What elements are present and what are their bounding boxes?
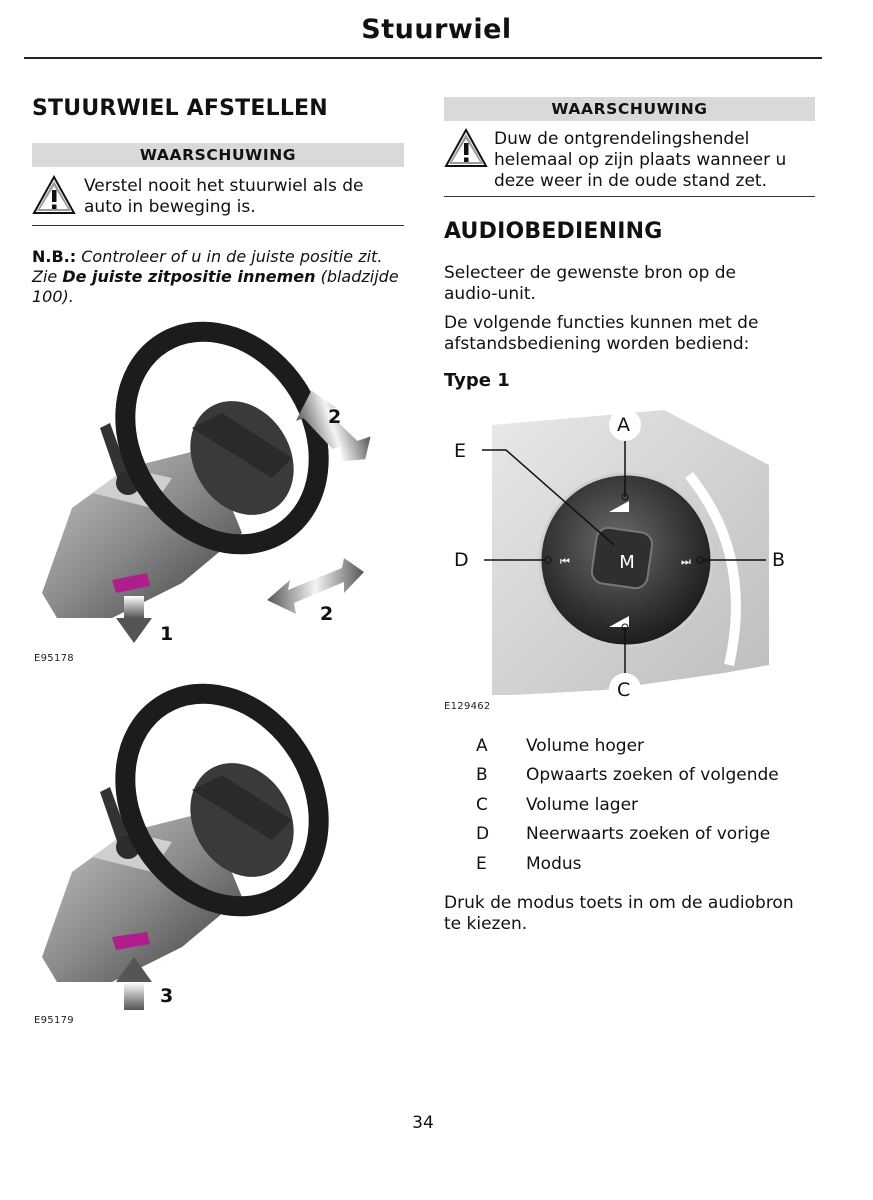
callout-b: B bbox=[772, 549, 786, 571]
figure-label-2: 2 bbox=[320, 603, 334, 625]
legend-value: Modus bbox=[526, 854, 582, 874]
callout-line bbox=[482, 449, 615, 546]
note-line: 100). bbox=[32, 287, 74, 306]
steering-column-housing bbox=[42, 812, 242, 982]
legend-row: E Modus bbox=[476, 854, 582, 874]
steering-wheel-rim bbox=[115, 683, 329, 917]
legend-value: Volume lager bbox=[526, 795, 639, 815]
callout-dot bbox=[621, 623, 629, 631]
figure-code: E95178 bbox=[34, 653, 74, 664]
legend-key: D bbox=[476, 824, 490, 844]
legend-value: Volume hoger bbox=[526, 736, 645, 756]
callout-e: E bbox=[454, 440, 467, 462]
warning-text-line: deze weer in de oude stand zet. bbox=[494, 171, 767, 191]
paragraph-line: Druk de modus toets in om de audiobron bbox=[444, 893, 794, 913]
arrow-down-icon bbox=[116, 618, 152, 643]
callout-badge bbox=[609, 673, 641, 705]
callout-d: D bbox=[454, 549, 469, 571]
volume-up-icon bbox=[609, 501, 629, 512]
note-line: Controleer of u in de juiste positie zit… bbox=[76, 247, 383, 266]
callout-dot bbox=[621, 493, 629, 501]
warning-bottom-rule bbox=[444, 196, 815, 197]
telescope-arrow-icon bbox=[267, 558, 364, 614]
warning-triangle-icon bbox=[444, 128, 488, 167]
seek-forward-icon: ⏭ bbox=[681, 555, 691, 568]
callout-a: A bbox=[617, 414, 630, 436]
warning-text-line: Duw de ontgrendelingshendel bbox=[494, 129, 750, 149]
warning-text-line: Verstel nooit het stuurwiel als de bbox=[84, 176, 364, 196]
legend-row: D Neerwaarts zoeken of vorige bbox=[476, 824, 770, 844]
steering-column-housing bbox=[42, 448, 242, 618]
steering-wheel-spoke bbox=[192, 775, 292, 840]
legend-row: B Opwaarts zoeken of volgende bbox=[476, 765, 779, 785]
wiper-stalk bbox=[100, 787, 130, 850]
audio-control-figure: M ⏮ ⏭ bbox=[482, 409, 769, 705]
steering-adjust-figure bbox=[42, 321, 371, 643]
note-text: (bladzijde bbox=[315, 267, 399, 286]
warning-label-bar: WAARSCHUWING bbox=[32, 143, 404, 167]
steering-lock-figure bbox=[42, 683, 329, 1010]
legend-row: A Volume hoger bbox=[476, 736, 644, 756]
figure-code: E95179 bbox=[34, 1015, 74, 1026]
paragraph-line: audio-unit. bbox=[444, 284, 536, 304]
mode-button-label: M bbox=[619, 552, 635, 573]
paragraph: Druk de modus toets in om de audiobron t… bbox=[444, 893, 794, 935]
legend-key: E bbox=[476, 854, 487, 874]
mode-button bbox=[590, 526, 654, 590]
callout-badge bbox=[609, 409, 641, 441]
warning-text: Verstel nooit het stuurwiel als de auto … bbox=[84, 176, 363, 218]
callout-dot bbox=[544, 556, 552, 564]
legend-value: Opwaarts zoeken of volgende bbox=[526, 765, 779, 785]
steering-wheel-rim bbox=[115, 321, 329, 555]
paragraph: De volgende functies kunnen met de afsta… bbox=[444, 313, 758, 355]
page-title: Stuurwiel bbox=[361, 14, 512, 45]
title-divider bbox=[24, 57, 822, 59]
paragraph-line: Selecteer de gewenste bron op de bbox=[444, 263, 737, 283]
note-text: Zie bbox=[32, 267, 63, 286]
arrow-up-icon bbox=[116, 957, 152, 982]
paragraph-line: afstandsbediening worden bediend: bbox=[444, 334, 750, 354]
paragraph: Selecteer de gewenste bron op de audio-u… bbox=[444, 263, 736, 305]
seek-back-icon: ⏮ bbox=[560, 555, 570, 568]
legend-row: C Volume lager bbox=[476, 795, 638, 815]
release-lever bbox=[112, 932, 150, 950]
warning-triangle-icon bbox=[32, 175, 76, 214]
figure-code: E129462 bbox=[444, 701, 491, 712]
warning-text-line: helemaal op zijn plaats wanneer u bbox=[494, 150, 787, 170]
paragraph-line: te kiezen. bbox=[444, 914, 528, 934]
legend-key: A bbox=[476, 736, 488, 756]
section-heading-audio: AUDIOBEDIENING bbox=[444, 219, 663, 244]
callout-c: C bbox=[617, 679, 631, 701]
warning-label-bar: WAARSCHUWING bbox=[444, 97, 815, 121]
note-paragraph: N.B.: Controleer of u in de juiste posit… bbox=[32, 247, 412, 307]
figure-label-1: 1 bbox=[160, 623, 174, 645]
steering-wheel-spoke bbox=[192, 413, 292, 478]
warning-text-line: auto in beweging is. bbox=[84, 197, 256, 217]
legend-value: Neerwaarts zoeken of vorige bbox=[526, 824, 771, 844]
arrow-shaft bbox=[124, 982, 144, 1010]
release-lever bbox=[112, 573, 150, 593]
legend-key: C bbox=[476, 795, 488, 815]
wiper-stalk bbox=[100, 423, 130, 486]
warning-text: Duw de ontgrendelingshendel helemaal op … bbox=[494, 129, 786, 192]
legend-key: B bbox=[476, 765, 488, 785]
figure-label-3: 3 bbox=[160, 985, 174, 1007]
note-cross-reference-link[interactable]: De juiste zitpositie innemen bbox=[62, 267, 316, 286]
trim-highlight bbox=[685, 471, 741, 667]
section-heading-steering-adjust: STUURWIEL AFSTELLEN bbox=[32, 96, 328, 121]
page-number: 34 bbox=[412, 1113, 434, 1133]
figure-label-2: 2 bbox=[328, 406, 342, 428]
subheading-type1: Type 1 bbox=[444, 370, 510, 391]
paragraph-line: De volgende functies kunnen met de bbox=[444, 313, 759, 333]
callout-dot bbox=[696, 556, 704, 564]
warning-bottom-rule bbox=[32, 225, 404, 226]
note-prefix: N.B.: bbox=[32, 247, 77, 266]
arrow-shaft bbox=[124, 596, 144, 618]
tilt-arrow-icon bbox=[296, 390, 371, 462]
